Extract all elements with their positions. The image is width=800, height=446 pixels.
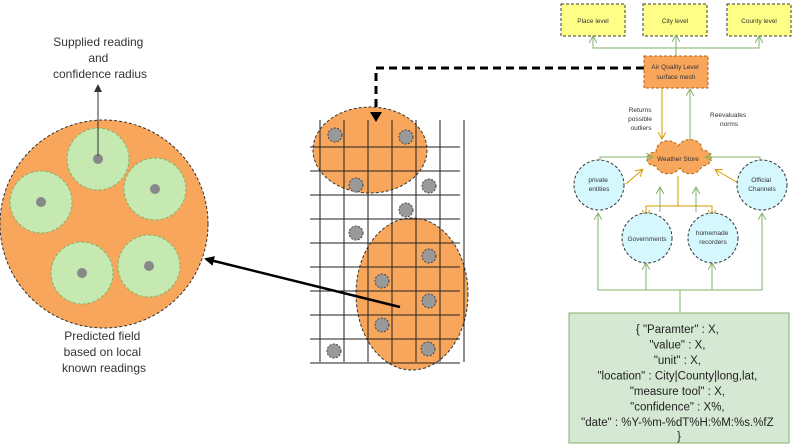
node-private-entities: private entities (573, 159, 625, 211)
weather-store-label: Weather Store (657, 156, 699, 163)
reading-circle (117, 234, 181, 298)
governments-label: Governments (627, 236, 667, 243)
mesh-grid (310, 106, 469, 371)
mesh-reading-dot (327, 127, 343, 143)
schema-box: { "Paramter" : X, "value" : X, "unit" : … (568, 312, 790, 444)
returns-outliers-label: Returns possible outliers (628, 107, 654, 132)
city-level-label: City level (662, 18, 689, 25)
reevaluates-label: Reevaluates norms (710, 112, 748, 128)
homemade-recorders-label: homemade recorders (696, 230, 730, 246)
mesh-dashed-arrowhead (370, 112, 382, 122)
mesh-reading-dot (374, 317, 390, 333)
city-level-box: City level (642, 3, 708, 37)
reading-circle (123, 157, 187, 221)
mesh-reading-dot (421, 178, 437, 194)
mesh-reading-dot (374, 273, 390, 289)
mesh-box: Air Quality Level surface mesh (643, 55, 709, 89)
mesh-reading-dot (421, 293, 437, 309)
node-official-channels: Official Channels (736, 159, 788, 211)
mesh-reading-dot (398, 202, 414, 218)
level-boxes: Place level City level County level (560, 3, 792, 37)
mesh-dashed-arrow (374, 66, 644, 114)
predicted-field (0, 119, 209, 329)
node-governments: Governments (621, 212, 673, 264)
reading-pointer-head (94, 84, 102, 92)
mesh-reading-dot (421, 248, 437, 264)
mesh-reading-dot (348, 225, 364, 241)
private-entities-label: private entities (588, 177, 610, 193)
mesh-reading-dot (326, 343, 342, 359)
weather-store-cloud: Weather Store (646, 139, 712, 175)
mesh-reading-dot (398, 129, 414, 145)
official-channels-label: Official Channels (748, 177, 776, 193)
mesh-reading-dot (348, 177, 364, 193)
mesh-box-label: Air Quality Level surface mesh (651, 64, 700, 81)
reading-label: Supplied reading and confidence radius (53, 35, 147, 81)
mesh-region-bottom (355, 217, 469, 371)
prediction-arrow (204, 256, 401, 309)
mesh-region-top (312, 106, 428, 194)
county-level-label: County level (741, 18, 777, 25)
mesh-reading-dot (420, 341, 436, 357)
place-level-box: Place level (560, 3, 626, 37)
schema-text: { "Paramter" : X, "value" : X, "unit" : … (581, 324, 777, 443)
reading-circle (9, 170, 73, 234)
node-homemade-recorders: homemade recorders (687, 212, 739, 264)
place-level-label: Place level (577, 18, 609, 25)
reading-circle (50, 241, 114, 305)
field-label: Predicted field based on local known rea… (62, 329, 146, 375)
county-level-box: County level (726, 3, 792, 37)
level-connectors (593, 36, 759, 56)
